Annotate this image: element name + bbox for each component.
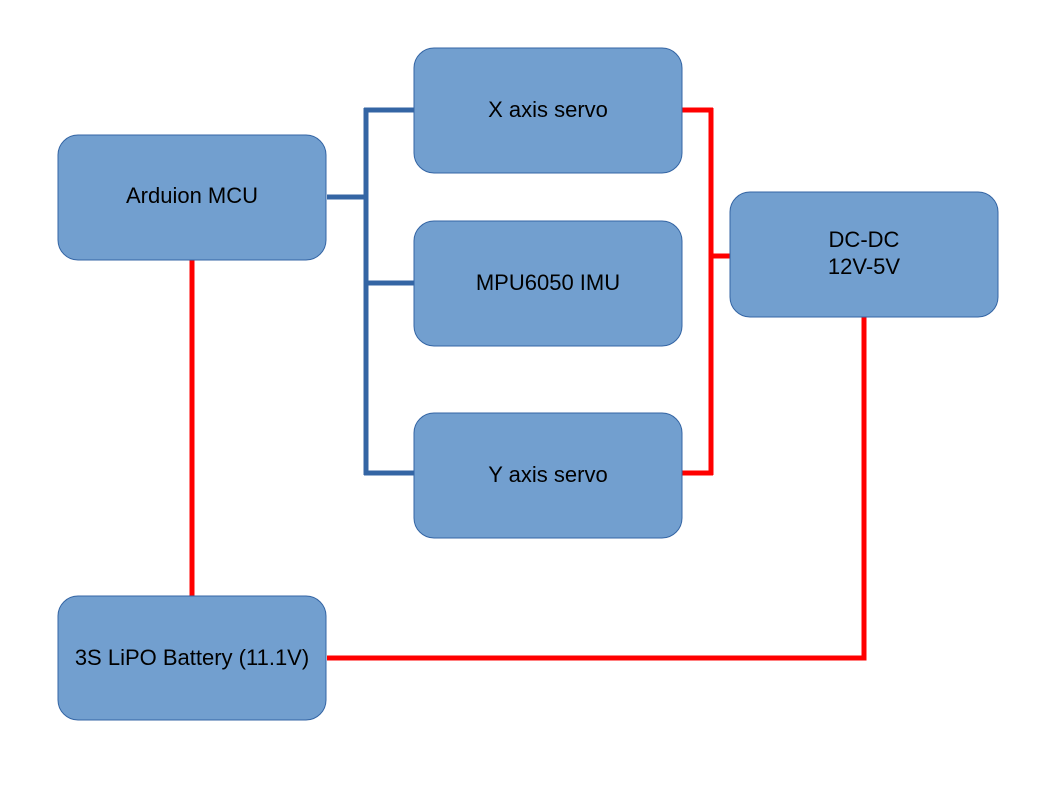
block-mcu-label: Arduion MCU bbox=[126, 183, 258, 208]
block-dcdc-label-line1: DC-DC bbox=[829, 227, 900, 252]
block-dcdc-label-line2: 12V-5V bbox=[828, 254, 900, 279]
block-x-servo-label: X axis servo bbox=[488, 97, 608, 122]
block-y-servo: Y axis servo bbox=[413, 412, 683, 539]
block-battery: 3S LiPO Battery (11.1V) bbox=[57, 595, 327, 721]
block-dcdc: DC-DC 12V-5V bbox=[729, 191, 999, 318]
block-x-servo: X axis servo bbox=[413, 47, 683, 174]
block-imu: MPU6050 IMU bbox=[413, 220, 683, 347]
signal-wires bbox=[327, 107, 414, 476]
block-battery-label: 3S LiPO Battery (11.1V) bbox=[75, 645, 309, 670]
wire-battery-to-dcdc bbox=[327, 317, 867, 661]
block-imu-label: MPU6050 IMU bbox=[476, 270, 620, 295]
power-wires bbox=[189, 107, 867, 661]
block-y-servo-label: Y axis servo bbox=[488, 462, 607, 487]
block-mcu: Arduion MCU bbox=[57, 134, 327, 261]
